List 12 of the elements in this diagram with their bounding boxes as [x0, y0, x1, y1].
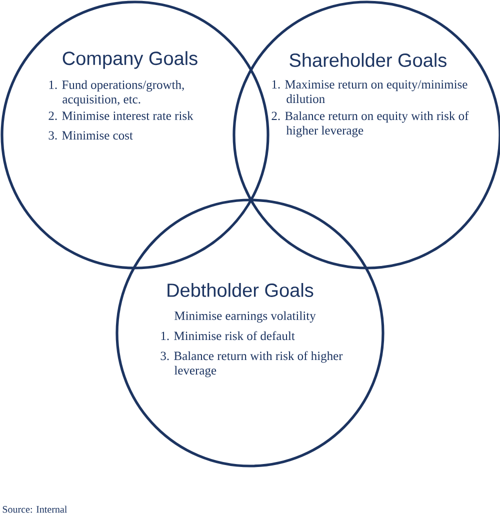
list-item: 1. Fund operations/growth, acquisition, etc.	[49, 80, 184, 106]
source-note: Source: Internal	[2, 506, 67, 513]
list-item: 2. Minimise interest rate risk	[48, 111, 194, 120]
circle-heading: Shareholder Goals	[290, 53, 446, 67]
circle-heading: Company Goals	[62, 51, 198, 69]
circle-heading: Debtholder Goals	[168, 283, 314, 297]
list-item: 2. Balance return on equity with risk of higher leverage	[272, 111, 469, 138]
list-item: 1. Maximise return on equity/minimise dilution	[272, 80, 468, 104]
list-item: 3. Minimise cost	[48, 131, 133, 140]
list-item: Minimise earnings volatility	[174, 311, 316, 323]
list-item: 1. Minimise risk of default	[161, 331, 295, 340]
list-item: 3. Balance return with risk of higher leverage	[160, 351, 343, 378]
